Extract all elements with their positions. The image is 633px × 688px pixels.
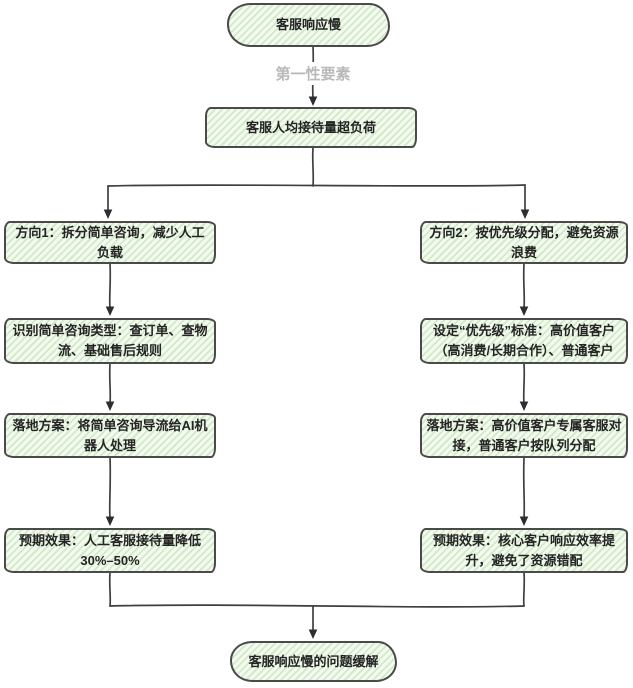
edge-label-first-principle: 第一性要素 [270, 62, 356, 85]
node-direction-2-label: 方向2：按优先级分配，避免资源浪费 [429, 224, 619, 260]
node-outcome-right: 预期效果：核心客户响应效率提升，避免了资源错配 [420, 528, 628, 573]
node-plan-right: 落地方案：高价值客户专属客服对接，普通客户按队列分配 [420, 413, 628, 458]
node-priority-criteria-label: 设定“优先级”标准：高价值客户（高消费/长期合作）、普通客户 [432, 323, 615, 358]
node-plan-left-label: 落地方案：将简单咨询导流给AI机器人处理 [12, 417, 208, 453]
node-direction-1-label: 方向1：拆分简单咨询，减少人工负载 [15, 224, 205, 260]
node-plan-right-label: 落地方案：高价值客户专属客服对接，普通客户按队列分配 [426, 417, 622, 453]
node-identify-simple-queries-label: 识别简单咨询类型：查订单、查物流、基础售后规则 [12, 323, 208, 358]
node-end-label: 客服响应慢的问题缓解 [248, 653, 379, 669]
node-priority-criteria: 设定“优先级”标准：高价值客户（高消费/长期合作）、普通客户 [420, 318, 628, 364]
node-outcome-left-label: 预期效果：人工客服接待量降低30%–50% [18, 532, 201, 568]
node-end: 客服响应慢的问题缓解 [230, 641, 397, 682]
node-outcome-left: 预期效果：人工客服接待量降低30%–50% [4, 528, 216, 573]
node-start-label: 客服响应慢 [275, 17, 341, 32]
arrowheads [103, 96, 530, 639]
node-root-cause: 客服人均接待量超负荷 [205, 107, 417, 148]
node-direction-1: 方向1：拆分简单咨询，减少人工负载 [4, 221, 216, 264]
node-start: 客服响应慢 [227, 3, 390, 47]
node-direction-2: 方向2：按优先级分配，避免资源浪费 [420, 221, 628, 264]
node-outcome-right-label: 预期效果：核心客户响应效率提升，避免了资源错配 [432, 532, 615, 568]
connector-lines [107, 46, 526, 632]
node-root-cause-label: 客服人均接待量超负荷 [245, 119, 376, 135]
node-identify-simple-queries: 识别简单咨询类型：查订单、查物流、基础售后规则 [4, 318, 216, 364]
node-plan-left: 落地方案：将简单咨询导流给AI机器人处理 [4, 413, 216, 458]
